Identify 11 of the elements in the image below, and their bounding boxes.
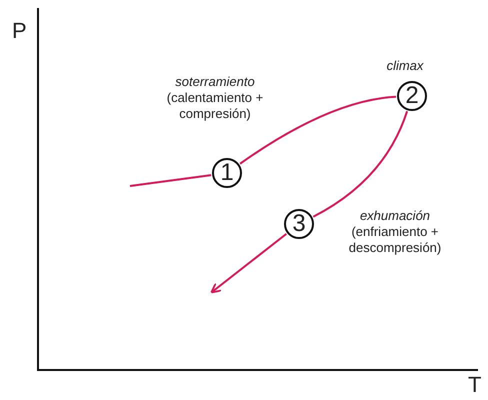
stage-description: (enfriamiento + descompresión): [348, 224, 442, 256]
axis-label: P: [12, 20, 27, 42]
stage-name: soterramiento: [175, 74, 255, 90]
stage-name: climax: [386, 58, 424, 74]
path-curve: [210, 233, 287, 294]
path-curve: [130, 174, 212, 187]
stage-description: (calentamiento + compresión): [166, 90, 264, 122]
axis-label: T: [468, 374, 482, 396]
path-curve: [312, 110, 408, 218]
path-curve: [239, 96, 396, 165]
stage-name: exhumación: [360, 208, 430, 224]
